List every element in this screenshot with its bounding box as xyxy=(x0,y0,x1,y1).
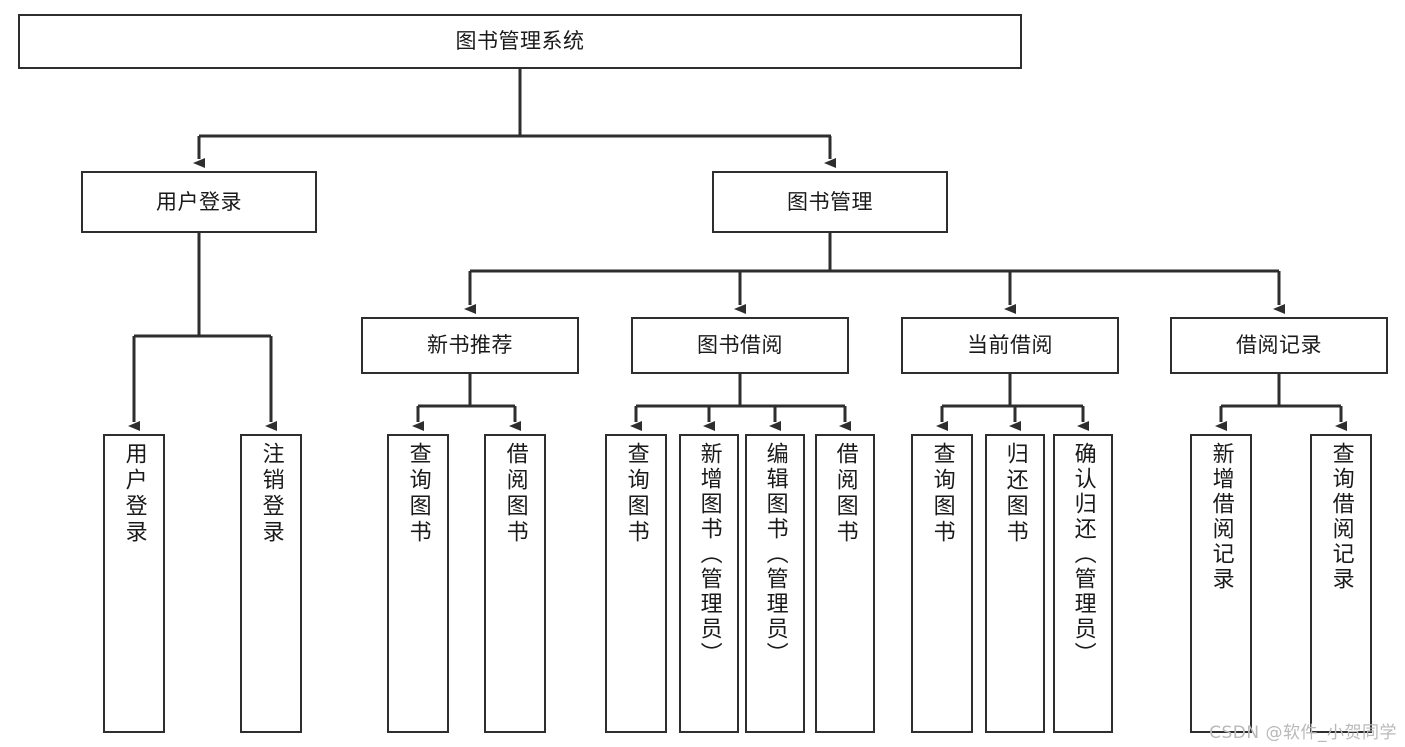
node-user-login[interactable]: 用户登录 xyxy=(81,171,317,233)
watermark-text: CSDN @软件_小贺同学 xyxy=(1209,723,1397,743)
node-label-leaf-confirm-return: 确认归还（管理员） xyxy=(1070,442,1096,667)
node-label-leaf-edit-book: 编辑图书（管理员） xyxy=(762,442,788,667)
node-label-leaf-borrow-book-2: 借阅图书 xyxy=(832,442,858,546)
node-label-leaf-borrow-book-1: 借阅图书 xyxy=(502,442,528,546)
node-leaf-user-login[interactable]: 用户登录 xyxy=(103,434,165,733)
node-label-leaf-add-record: 新增借阅记录 xyxy=(1208,442,1234,592)
node-current-borrow[interactable]: 当前借阅 xyxy=(901,317,1119,374)
node-label-leaf-query-book-1: 查询图书 xyxy=(405,442,431,546)
node-borrow-record[interactable]: 借阅记录 xyxy=(1170,317,1388,374)
node-leaf-edit-book[interactable]: 编辑图书（管理员） xyxy=(745,434,805,733)
node-label-leaf-query-record: 查询借阅记录 xyxy=(1328,442,1354,592)
node-label-leaf-user-login: 用户登录 xyxy=(121,442,147,546)
node-label-leaf-query-book-2: 查询图书 xyxy=(623,442,649,546)
node-leaf-add-record[interactable]: 新增借阅记录 xyxy=(1190,434,1252,733)
node-leaf-query-book-2[interactable]: 查询图书 xyxy=(605,434,667,733)
node-book-borrow[interactable]: 图书借阅 xyxy=(631,317,849,374)
node-label-user-login: 用户登录 xyxy=(156,189,242,214)
node-leaf-query-record[interactable]: 查询借阅记录 xyxy=(1310,434,1372,733)
node-label-borrow-record: 借阅记录 xyxy=(1236,333,1322,358)
node-leaf-borrow-book-1[interactable]: 借阅图书 xyxy=(484,434,546,733)
node-leaf-query-book-3[interactable]: 查询图书 xyxy=(911,434,973,733)
node-label-leaf-return-book: 归还图书 xyxy=(1002,442,1028,546)
node-leaf-return-book[interactable]: 归还图书 xyxy=(985,434,1045,733)
node-book-manage[interactable]: 图书管理 xyxy=(712,171,948,233)
node-root-system[interactable]: 图书管理系统 xyxy=(18,14,1022,69)
node-leaf-borrow-book-2[interactable]: 借阅图书 xyxy=(815,434,875,733)
node-label-book-manage: 图书管理 xyxy=(787,189,873,214)
node-leaf-confirm-return[interactable]: 确认归还（管理员） xyxy=(1053,434,1113,733)
node-label-leaf-query-book-3: 查询图书 xyxy=(929,442,955,546)
node-label-book-borrow: 图书借阅 xyxy=(697,333,783,358)
node-leaf-query-book-1[interactable]: 查询图书 xyxy=(387,434,449,733)
node-leaf-user-logout[interactable]: 注销登录 xyxy=(240,434,302,733)
node-label-leaf-user-logout: 注销登录 xyxy=(258,442,284,546)
node-label-current-borrow: 当前借阅 xyxy=(967,333,1053,358)
node-label-root: 图书管理系统 xyxy=(455,29,585,54)
node-new-book-recommend[interactable]: 新书推荐 xyxy=(361,317,579,374)
node-label-leaf-add-book: 新增图书（管理员） xyxy=(696,442,722,667)
node-label-new-book-recommend: 新书推荐 xyxy=(427,333,513,358)
node-leaf-add-book[interactable]: 新增图书（管理员） xyxy=(679,434,739,733)
